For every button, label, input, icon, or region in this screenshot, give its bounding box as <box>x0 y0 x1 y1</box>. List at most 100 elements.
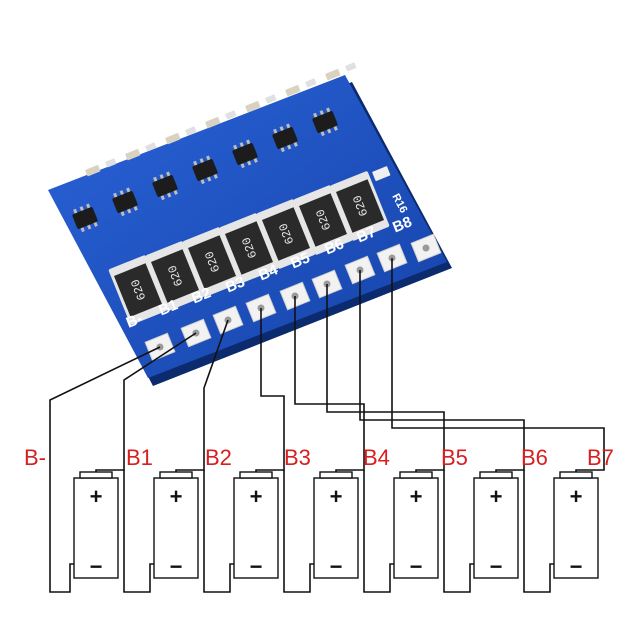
shunt-resistor: 620 <box>219 213 279 283</box>
ic-pin <box>159 174 164 179</box>
ic-pin <box>153 176 158 182</box>
ic-pin <box>173 190 178 195</box>
ic-body <box>112 191 138 213</box>
ic-pin <box>133 206 138 211</box>
ic-pin <box>320 131 325 137</box>
smd-resistor <box>145 142 157 152</box>
ic-pin <box>327 128 332 134</box>
ic-pin <box>207 176 212 182</box>
pad-label: B2 <box>189 284 213 307</box>
shunt-resistor: 620 <box>145 241 205 311</box>
battery-cap <box>399 471 433 479</box>
shunt-resistor: 620 <box>182 227 242 297</box>
ic-pin <box>87 224 92 230</box>
battery-body <box>313 477 359 579</box>
shunt-resistor: 620 <box>330 171 390 241</box>
ic-pin <box>233 144 238 150</box>
smd-resistor <box>305 78 317 88</box>
wire <box>391 258 605 478</box>
ic-pin <box>319 110 324 115</box>
ic-pin <box>119 190 124 195</box>
shunt-resistor: 620 <box>256 199 316 269</box>
pad-label: B1 <box>156 296 180 319</box>
wire <box>523 470 554 593</box>
wire-label: B6 <box>521 445 548 470</box>
minus-symbol: − <box>250 554 263 579</box>
wire <box>283 470 314 593</box>
smd-capacitor <box>325 69 341 81</box>
ic-chip <box>232 139 258 169</box>
plus-symbol: + <box>90 484 103 509</box>
battery-cell: +− <box>553 471 599 579</box>
battery-body <box>73 477 119 579</box>
resistor-body <box>187 235 237 289</box>
battery-cap <box>559 471 593 479</box>
resistor-body <box>261 207 311 261</box>
minus-symbol: − <box>490 554 503 579</box>
battery-cell: +− <box>73 471 119 579</box>
ic-pin <box>127 208 132 214</box>
small-components <box>85 62 357 177</box>
pad-label: B6 <box>322 235 346 258</box>
ic-pin <box>167 192 172 198</box>
ic-pin <box>206 155 211 161</box>
smd-capacitor <box>205 117 221 129</box>
wire-label: B4 <box>363 445 390 470</box>
battery-cap <box>239 471 273 479</box>
ic-pin <box>273 128 278 134</box>
wire-label: B2 <box>205 445 232 470</box>
ic-body <box>272 127 298 149</box>
plus-symbol: + <box>410 484 423 509</box>
ic-pin <box>286 123 291 129</box>
ic-chip <box>192 155 218 185</box>
plus-symbol: + <box>250 484 263 509</box>
battery-body <box>153 477 199 579</box>
resistor-body <box>150 249 200 303</box>
battery-cell: +− <box>313 471 359 579</box>
minus-symbol: − <box>170 554 183 579</box>
smd-capacitor <box>125 149 141 161</box>
minus-symbol: − <box>570 554 583 579</box>
ic-body <box>152 175 178 197</box>
ic-body <box>312 111 338 133</box>
ic-pin <box>279 126 284 131</box>
pad-label: B5 <box>288 249 312 272</box>
ic-pin <box>239 142 244 147</box>
ic-chip <box>272 123 298 153</box>
ic-pin <box>86 203 91 209</box>
smd-capacitor <box>245 101 261 113</box>
designator-resistor <box>372 166 391 181</box>
ic-pin <box>313 112 318 118</box>
ic-pin <box>126 187 131 193</box>
battery-cell: +− <box>153 471 199 579</box>
resistor-body <box>298 193 348 247</box>
smd-resistor <box>225 110 237 120</box>
ic-pin <box>213 174 218 179</box>
ic-pin <box>253 158 258 163</box>
ic-pin <box>73 208 78 214</box>
ic-body <box>232 143 258 165</box>
plus-symbol: + <box>570 484 583 509</box>
wire <box>443 470 474 593</box>
ic-pin <box>79 206 84 211</box>
pad-label: B7 <box>354 223 378 246</box>
wire <box>123 470 154 593</box>
ic-chip <box>312 107 338 137</box>
resistor-body <box>335 179 385 233</box>
ic-pin <box>246 139 251 145</box>
ic-pin <box>247 160 252 166</box>
resistor-body <box>224 221 274 275</box>
shunt-resistor: 620 <box>293 185 353 255</box>
ic-pin <box>326 107 331 113</box>
wire-label: B3 <box>284 445 311 470</box>
ic-pin <box>199 158 204 163</box>
wire <box>363 470 394 593</box>
ic-pin <box>80 227 85 233</box>
battery-cap <box>159 471 193 479</box>
resistor-body <box>113 263 163 317</box>
smd-resistor <box>105 158 117 168</box>
pad-label: B3 <box>223 273 247 296</box>
